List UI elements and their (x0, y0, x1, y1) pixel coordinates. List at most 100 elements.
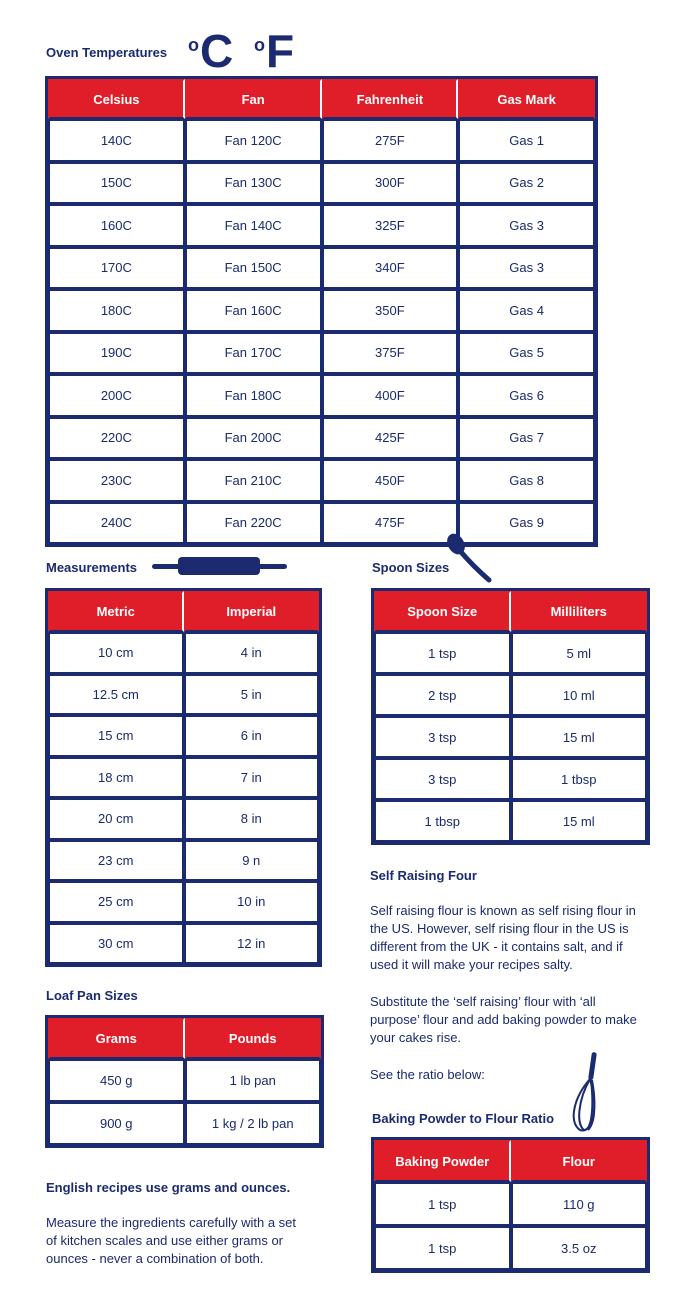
english-title: English recipes use grams and ounces. (46, 1180, 291, 1195)
spoon-icon (447, 533, 492, 583)
table-cell: 170C (48, 246, 185, 289)
table-cell: 5 ml (510, 632, 647, 674)
table-cell: 4 in (183, 632, 319, 674)
table-cell: 12.5 cm (48, 673, 184, 715)
table-cell: 220C (48, 416, 185, 459)
table-cell: 275F (321, 119, 459, 162)
table-cell: 1 tsp (374, 632, 511, 674)
table-cell: Fan 140C (184, 204, 322, 247)
table-cell: 30 cm (48, 922, 184, 964)
table-cell: Gas 5 (458, 331, 595, 374)
table-cell: 1 tsp (374, 1226, 511, 1270)
column-header: Flour (510, 1140, 647, 1182)
self-raising-paragraph-2: Substitute the ‘self raising’ flour with… (370, 994, 637, 1045)
table-cell: Fan 160C (184, 289, 322, 332)
table-cell: 10 in (183, 881, 319, 923)
table-cell: 12 in (183, 922, 319, 964)
table-cell: 1 kg / 2 lb pan (184, 1102, 321, 1145)
table-cell: 1 tsp (374, 1182, 511, 1226)
table-cell: Gas 3 (458, 246, 595, 289)
table-cell: 450F (321, 459, 459, 502)
table-cell: 325F (321, 204, 459, 247)
table-cell: 3 tsp (374, 716, 511, 758)
table-cell: 5 in (183, 673, 319, 715)
table-cell: 340F (321, 246, 459, 289)
table-cell: 425F (321, 416, 459, 459)
measurements-title: Measurements (46, 560, 138, 575)
table-cell: 6 in (183, 715, 319, 757)
column-header: Milliliters (510, 591, 647, 632)
table-cell: 18 cm (48, 756, 184, 798)
column-header: Grams (48, 1018, 185, 1059)
table-cell: 350F (321, 289, 459, 332)
table-cell: 200C (48, 374, 185, 417)
table-cell: 10 ml (510, 674, 647, 716)
table-cell: 900 g (48, 1102, 185, 1145)
column-header: Celsius (48, 79, 185, 119)
table-cell: 450 g (48, 1059, 185, 1102)
column-header: Fan (184, 79, 322, 119)
table-cell: Gas 8 (458, 459, 595, 502)
table-cell: 375F (321, 331, 459, 374)
loaf-title: Loaf Pan Sizes (46, 988, 138, 1003)
table-cell: Fan 170C (184, 331, 322, 374)
column-header: Gas Mark (458, 79, 595, 119)
self-raising-title: Self Raising Four (370, 868, 477, 883)
table-cell: 20 cm (48, 798, 184, 840)
table-cell: 15 ml (510, 800, 647, 842)
rolling-pin-icon (152, 557, 287, 575)
table-cell: 150C (48, 161, 185, 204)
column-header: Imperial (183, 591, 319, 632)
table-cell: 7 in (183, 756, 319, 798)
column-header: Pounds (184, 1018, 321, 1059)
table-cell: 15 cm (48, 715, 184, 757)
table-cell: 8 in (183, 798, 319, 840)
table-cell: Fan 120C (184, 119, 322, 162)
self-raising-paragraph-1: Self raising flour is known as self risi… (370, 903, 636, 972)
spoon-title: Spoon Sizes (372, 560, 450, 575)
oven-title: Oven Temperatures (46, 45, 168, 60)
table-cell: Fan 130C (184, 161, 322, 204)
column-header: Spoon Size (374, 591, 511, 632)
english-paragraph: Measure the ingredients carefully with a… (46, 1215, 297, 1266)
table-cell: 240C (48, 501, 185, 544)
table-cell: Gas 6 (458, 374, 595, 417)
table-cell: 10 cm (48, 632, 184, 674)
self-raising-paragraph-3: See the ratio below: (370, 1067, 485, 1082)
table-cell: 2 tsp (374, 674, 511, 716)
table-cell: Gas 9 (458, 501, 595, 544)
table-cell: Gas 3 (458, 204, 595, 247)
table-cell: Fan 200C (184, 416, 322, 459)
table-cell: 25 cm (48, 881, 184, 923)
column-header: Baking Powder (374, 1140, 511, 1182)
